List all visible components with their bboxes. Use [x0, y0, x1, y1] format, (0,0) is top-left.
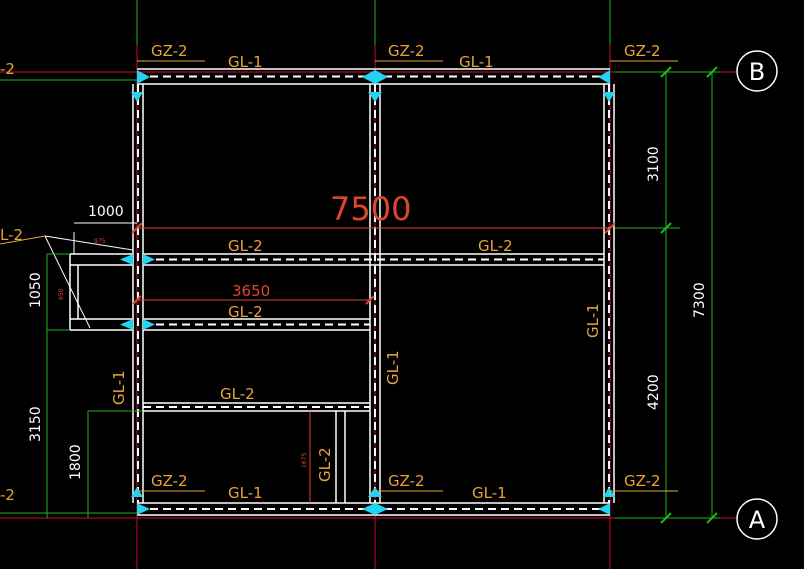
beam-labels: GL-1 GL-1 GL-1 GL-1 GL-2 GL-2 GL-2 GL-2 … [0, 53, 602, 504]
beam-label-mid-right: GL-2 [478, 237, 513, 255]
column-label-bottom-mid: GZ-2 [388, 472, 425, 490]
column-node-markers [120, 70, 615, 515]
beam-label-vert-right: GL-1 [584, 303, 602, 338]
beam-label-top-right: GL-1 [459, 53, 494, 71]
beam-label-left-cut: L-2 [0, 226, 23, 244]
dimension-right-top: 3100 [646, 146, 662, 182]
beam-label-second-left: GL-2 [228, 303, 263, 321]
column-label-underlines [137, 60, 678, 492]
beam-label-bottom-left: GL-1 [228, 484, 263, 502]
axis-bubble-a: A [736, 498, 778, 540]
dimension-left-mid: 3150 [28, 406, 44, 442]
dimension-overall-width: 7500 [330, 190, 411, 228]
dimension-texts: 7500 3650 1000 3100 4200 7300 1050 3150 … [28, 146, 708, 480]
axis-label-a: A [749, 506, 766, 534]
column-label-bottom-left: GZ-2 [151, 472, 188, 490]
column-label-bottom-right: GZ-2 [624, 472, 661, 490]
dimension-tiny-b: 850 [58, 288, 65, 300]
dimension-left-lower: 1800 [68, 444, 84, 480]
beams [69, 68, 615, 516]
beam-label-left-edge-bottom: -2 [0, 486, 15, 504]
column-label-top-mid: GZ-2 [388, 42, 425, 60]
axis-bubble-b: B [736, 50, 778, 92]
beam-label-vert-mid: GL-1 [384, 350, 402, 385]
beam-label-mid-left: GL-2 [228, 237, 263, 255]
beam-label-small-vertical: GL-2 [316, 447, 334, 482]
beam-label-left-edge-top: -2 [0, 60, 15, 78]
beam-label-underlines [0, 235, 46, 245]
beam-label-top-left: GL-1 [228, 53, 263, 71]
column-labels: GZ-2 GZ-2 GZ-2 GZ-2 GZ-2 GZ-2 [151, 42, 661, 490]
dimension-tiny-c: 1675 [301, 453, 308, 468]
beam-label-third-left: GL-2 [220, 385, 255, 403]
column-label-top-right: GZ-2 [624, 42, 661, 60]
dimension-left-upper: 1050 [28, 272, 44, 308]
beam-label-bottom-right: GL-1 [472, 484, 507, 502]
dimension-overhang: 1000 [88, 204, 124, 220]
dimension-lines [46, 66, 718, 524]
column-label-top-left: GZ-2 [151, 42, 188, 60]
dimension-right-total: 7300 [692, 282, 708, 318]
dimension-tiny-a: 975 [94, 238, 106, 245]
dimension-right-bottom: 4200 [646, 374, 662, 410]
dimension-inner-width: 3650 [232, 282, 270, 300]
beam-label-vert-left: GL-1 [110, 370, 128, 405]
axis-label-b: B [749, 58, 765, 86]
cantilever-detail [44, 232, 134, 329]
